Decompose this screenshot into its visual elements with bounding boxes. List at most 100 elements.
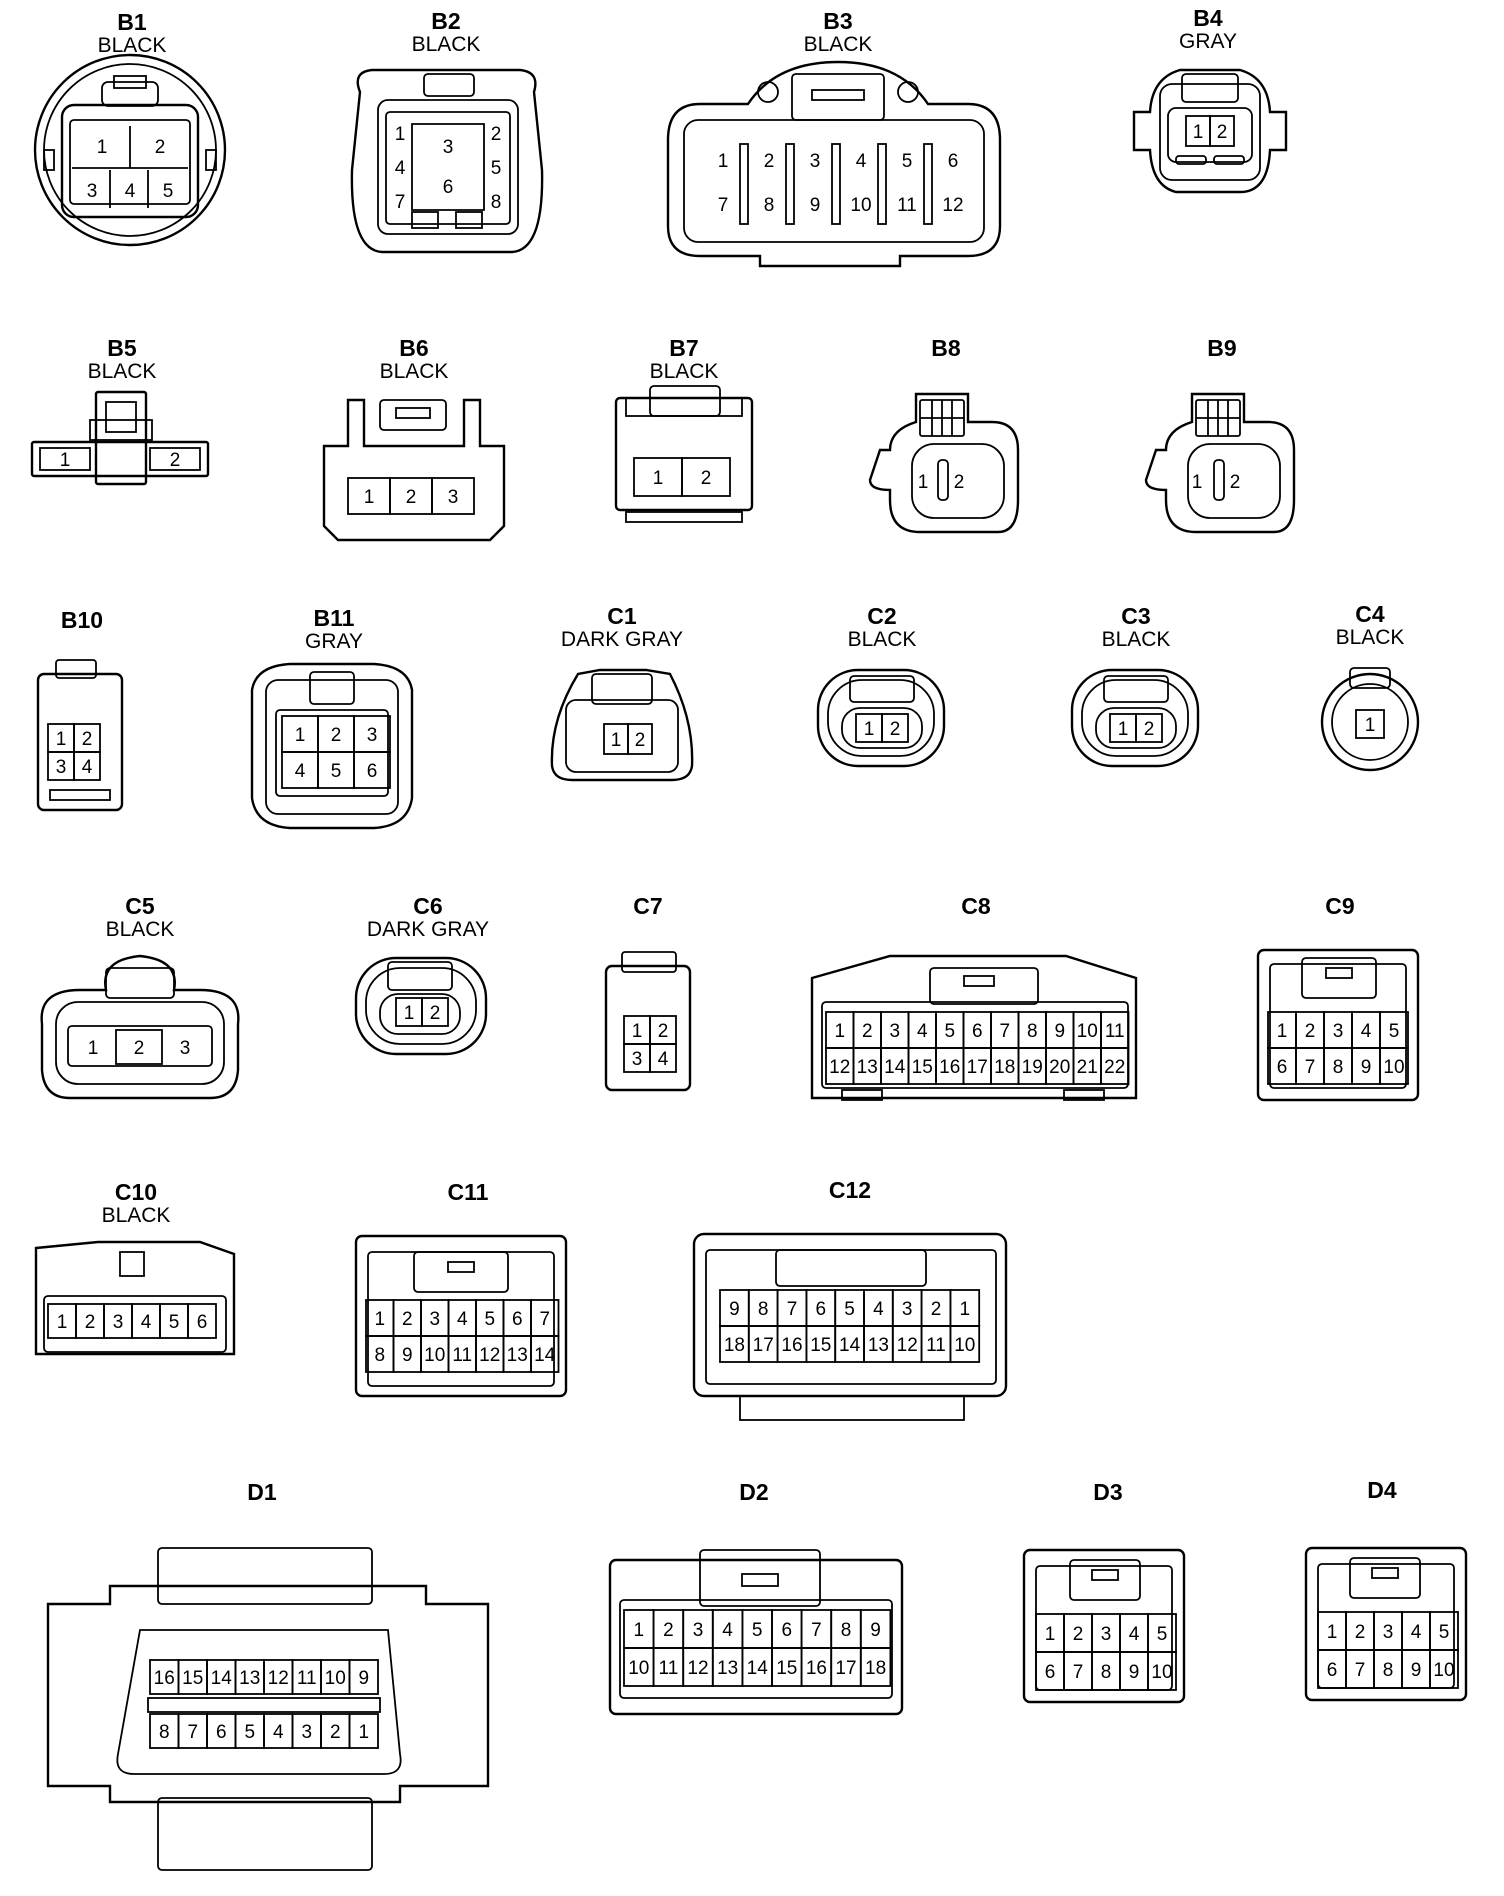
- pin-number: 8: [374, 1345, 385, 1366]
- pin-number: 9: [402, 1345, 413, 1366]
- pin-number: 1: [364, 487, 375, 508]
- pin-number: 2: [406, 487, 417, 508]
- connector-id: B9: [1207, 335, 1236, 361]
- pin-number: 4: [457, 1309, 468, 1330]
- pin-number: 2: [330, 1722, 341, 1743]
- connector-id: B8: [931, 335, 961, 361]
- connector-c8-label: C8: [961, 893, 991, 919]
- pin-number: 2: [635, 730, 646, 751]
- pin-number: 10: [954, 1335, 975, 1356]
- pin-number: 1: [404, 1003, 415, 1024]
- connector-color: GRAY: [1179, 30, 1237, 53]
- connector-id: C11: [448, 1179, 489, 1205]
- pin-number: 15: [912, 1057, 933, 1078]
- pin-number: 9: [870, 1620, 881, 1641]
- pin-number: 9: [1129, 1662, 1140, 1683]
- pin-number: 8: [1027, 1021, 1038, 1042]
- pin-number: 8: [1383, 1660, 1394, 1681]
- pin-number: 10: [850, 195, 871, 216]
- connector-id: D2: [739, 1479, 768, 1505]
- pin-number: 1: [56, 729, 67, 750]
- pin-number: 2: [1230, 472, 1241, 493]
- pin-number: 5: [169, 1312, 180, 1333]
- connector-id: B10: [61, 607, 103, 633]
- pin-number: 6: [782, 1620, 793, 1641]
- connector-color: BLACK: [380, 360, 449, 383]
- pin-number: 1: [395, 124, 406, 145]
- pin-number: 2: [954, 472, 965, 493]
- pin-number: 7: [718, 195, 729, 216]
- pin-number: 1: [634, 1620, 645, 1641]
- pin-number: 4: [658, 1049, 669, 1070]
- connector-id: D4: [1367, 1477, 1397, 1503]
- pin-number: 1: [60, 450, 71, 471]
- pin-number: 10: [424, 1345, 445, 1366]
- pin-number: 6: [197, 1312, 208, 1333]
- pin-number: 1: [918, 472, 929, 493]
- connector-color: BLACK: [102, 1204, 171, 1227]
- pin-number: 10: [1077, 1021, 1098, 1042]
- pin-number: 5: [163, 181, 174, 202]
- connector-color: DARK GRAY: [561, 628, 683, 651]
- connector-color: DARK GRAY: [367, 918, 489, 941]
- pin-number: 8: [1101, 1662, 1112, 1683]
- pin-number: 18: [865, 1658, 886, 1679]
- pin-number: 1: [295, 725, 306, 746]
- connector-color: BLACK: [1102, 628, 1171, 651]
- pin-number: 3: [810, 151, 821, 172]
- pin-number: 14: [884, 1057, 906, 1078]
- pin-number: 15: [182, 1668, 203, 1689]
- pin-number: 16: [154, 1668, 175, 1689]
- pin-number: 22: [1104, 1057, 1125, 1078]
- pin-number: 2: [931, 1299, 942, 1320]
- pin-number: 5: [844, 1299, 855, 1320]
- pin-number: 2: [170, 450, 181, 471]
- pin-number: 8: [764, 195, 775, 216]
- pin-number: 4: [82, 757, 93, 778]
- connector-color: BLACK: [804, 33, 873, 56]
- pin-number: 4: [873, 1299, 884, 1320]
- pin-number: 14: [839, 1335, 861, 1356]
- pin-number: 4: [273, 1722, 284, 1743]
- pin-number: 6: [1277, 1057, 1288, 1078]
- pin-number: 14: [747, 1658, 769, 1679]
- pin-number: 12: [942, 195, 963, 216]
- pin-number: 1: [1193, 122, 1204, 143]
- pin-number: 2: [134, 1038, 145, 1059]
- pin-number: 5: [244, 1722, 255, 1743]
- pin-number: 1: [718, 151, 729, 172]
- pin-number: 6: [972, 1021, 983, 1042]
- pin-number: 18: [724, 1335, 745, 1356]
- pin-number: 2: [862, 1021, 873, 1042]
- pin-number: 11: [659, 1658, 679, 1679]
- pin-number: 9: [358, 1668, 369, 1689]
- pin-number: 12: [897, 1335, 918, 1356]
- pin-number: 1: [864, 719, 875, 740]
- pin-number: 2: [663, 1620, 674, 1641]
- pin-number: 7: [395, 192, 406, 213]
- pin-number: 4: [722, 1620, 733, 1641]
- connector-c7-label: C7: [633, 893, 662, 919]
- pin-number: 4: [856, 151, 867, 172]
- connector-id: C12: [829, 1177, 871, 1203]
- connector-id: C4: [1355, 601, 1385, 627]
